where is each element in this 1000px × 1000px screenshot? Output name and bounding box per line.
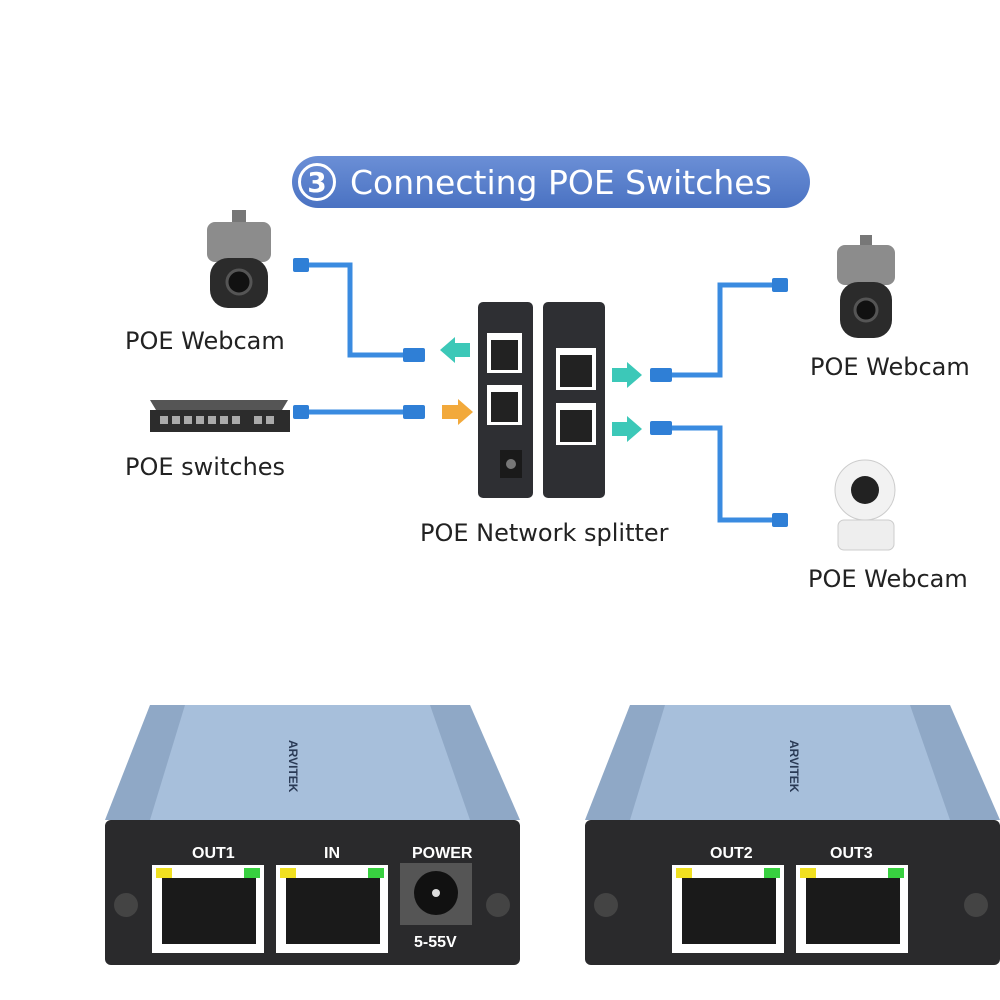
port-label-out2: OUT2 — [710, 845, 753, 862]
arrow-out-right-bottom-icon — [612, 416, 642, 442]
splitter-device-left: ARVITEK OUT1 IN POWER 5-55V — [105, 705, 520, 965]
ptz-camera-right-icon — [837, 235, 895, 338]
port-label-in: IN — [324, 845, 340, 862]
dome-camera-icon — [834, 459, 896, 551]
label-webcam-left: POE Webcam — [125, 327, 285, 355]
arrow-out-right-top-icon — [612, 362, 642, 388]
port-label-power: POWER — [412, 845, 473, 862]
cables — [300, 262, 780, 523]
page-title: Connecting POE Switches — [350, 162, 772, 202]
port-label-out3: OUT3 — [830, 845, 873, 862]
splitter-device-right: ARVITEK OUT2 OUT3 — [585, 705, 1000, 965]
title-banner: 3 Connecting POE Switches — [292, 156, 810, 208]
arrow-in-icon — [442, 399, 473, 425]
label-webcam-right-top: POE Webcam — [810, 353, 970, 381]
step-number: 3 — [298, 163, 336, 201]
brand-logo: ARVITEK — [787, 740, 801, 793]
port-label-out1: OUT1 — [192, 845, 235, 862]
poe-switch-icon — [150, 400, 290, 432]
rj45-plugs — [293, 258, 788, 527]
ptz-camera-left-icon — [207, 210, 271, 308]
label-poe-switches: POE switches — [125, 453, 286, 481]
splitter-unit-2-icon — [543, 302, 605, 498]
cable-webcam-right-bottom — [660, 425, 780, 523]
label-splitter: POE Network splitter — [420, 519, 669, 547]
label-webcam-right-bottom: POE Webcam — [808, 565, 968, 593]
voltage-label: 5-55V — [414, 934, 457, 951]
arrow-out-left-icon — [440, 337, 470, 363]
brand-logo: ARVITEK — [286, 740, 300, 793]
cable-webcam-left — [300, 262, 410, 358]
splitter-unit-1-icon — [478, 302, 533, 498]
cable-webcam-right-top — [660, 282, 780, 378]
